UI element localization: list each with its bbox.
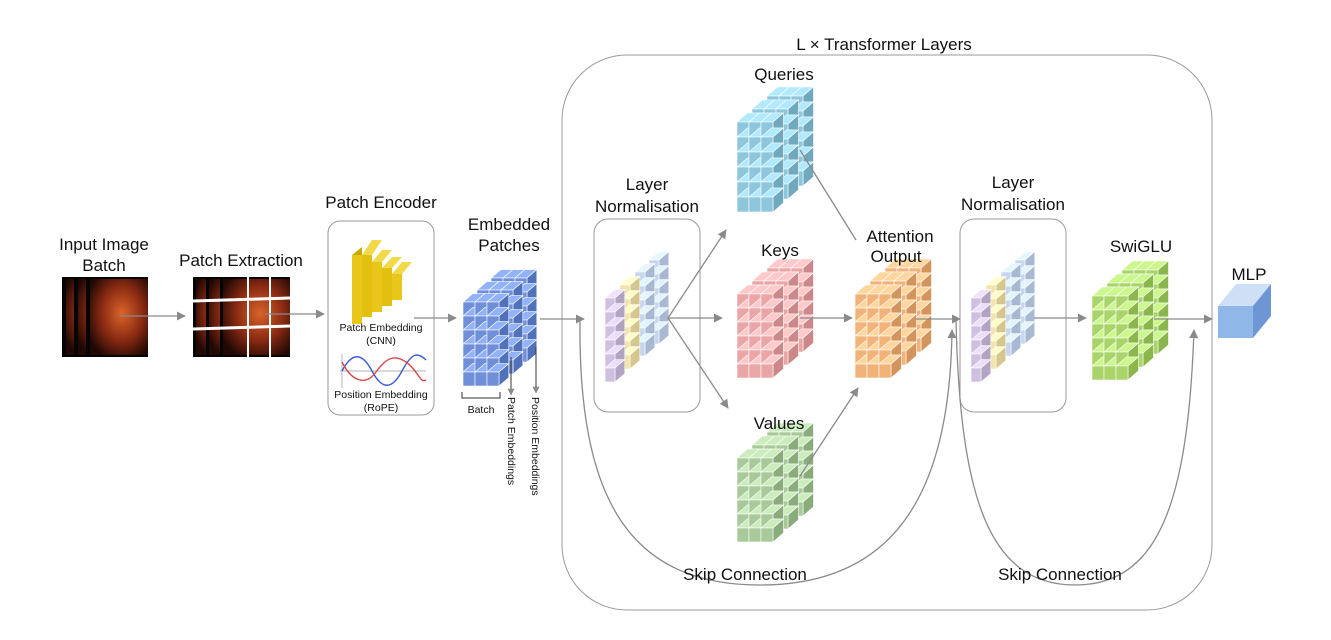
- batch-label: Batch: [468, 404, 495, 416]
- skip-connection-1-path: [579, 319, 957, 586]
- patch-embedding-label-1: Patch Embedding: [340, 322, 423, 334]
- swiglu-cube: [1091, 260, 1170, 381]
- layer-norm-1-stack: [604, 250, 670, 383]
- position-embedding-label-1: Position Embedding: [334, 389, 428, 401]
- cube-cell: [604, 367, 616, 383]
- position-embeddings-label: Position Embeddings: [529, 397, 541, 496]
- embedded-patches-cube: [462, 268, 538, 387]
- skip-connection-2-path: [955, 319, 1199, 586]
- cube-cell: [1115, 365, 1129, 381]
- skip-connection-1-label: Skip Connection: [683, 565, 807, 584]
- cube-cell: [474, 371, 488, 387]
- cube-cell: [866, 363, 880, 379]
- embedded-patches-label-1: Embedded: [468, 215, 550, 234]
- layer-norm-1-label-2: Normalisation: [595, 197, 699, 216]
- mlp-box: [1218, 284, 1271, 338]
- input-image-batch-label-2: Batch: [82, 256, 125, 275]
- values-label: Values: [754, 414, 805, 433]
- input-image-batch-label-1: Input Image: [59, 235, 149, 254]
- cube-cell: [878, 363, 892, 379]
- layer-norm-2-label-2: Normalisation: [961, 195, 1065, 214]
- cube-cell: [1091, 365, 1105, 381]
- queries-cube: [736, 86, 815, 213]
- transformer-block-frame: [561, 54, 1213, 611]
- layer-norm-2-stack: [970, 250, 1036, 383]
- embedded-patches-label-2: Patches: [478, 236, 539, 255]
- cube-cell: [486, 371, 500, 387]
- cube-cell: [760, 196, 774, 213]
- input-image-batch: [62, 277, 148, 357]
- cube-cell: [736, 363, 750, 379]
- flow-lines: [120, 149, 1213, 477]
- layer-norm-1-box: [593, 218, 701, 413]
- position-embedding-label-2: (RoPE): [364, 402, 398, 414]
- values-cube: [736, 422, 815, 543]
- swiglu-label: SwiGLU: [1110, 237, 1172, 256]
- queries-label: Queries: [754, 65, 814, 84]
- cube-cell: [854, 363, 868, 379]
- patch-embedding-label-2: (CNN): [366, 335, 396, 347]
- batch-brace: [461, 392, 501, 399]
- keys-label: Keys: [761, 241, 799, 260]
- cube-cell: [748, 527, 762, 543]
- cube-cell: [462, 371, 476, 387]
- keys-cube: [736, 258, 815, 379]
- cube-cell: [970, 367, 982, 383]
- attention-output-label-2: Output: [870, 247, 921, 266]
- rope-wave-icon: [340, 354, 427, 388]
- skip-connection-2-label: Skip Connection: [998, 565, 1122, 584]
- attention-output-label-1: Attention: [866, 227, 933, 246]
- cube-cell: [748, 363, 762, 379]
- patch-embeddings-label: Patch Embeddings: [505, 397, 517, 485]
- layer-norm-2-label-1: Layer: [992, 173, 1035, 192]
- transformer-title: L × Transformer Layers: [796, 35, 972, 54]
- layer-norm-1-label-1: Layer: [626, 175, 669, 194]
- cube-cell: [736, 527, 750, 543]
- patch-extraction-label: Patch Extraction: [179, 251, 303, 270]
- patch-encoder-label: Patch Encoder: [325, 193, 437, 212]
- attention-output-cube: [854, 258, 933, 379]
- patch-extraction-stack: [192, 277, 291, 357]
- mlp-label: MLP: [1232, 265, 1267, 284]
- cube-cell: [736, 196, 750, 213]
- cube-cell: [760, 363, 774, 379]
- cube-cell: [760, 527, 774, 543]
- cnn-icon: [352, 240, 412, 324]
- cube-cell: [1103, 365, 1117, 381]
- cube-cell: [748, 196, 762, 213]
